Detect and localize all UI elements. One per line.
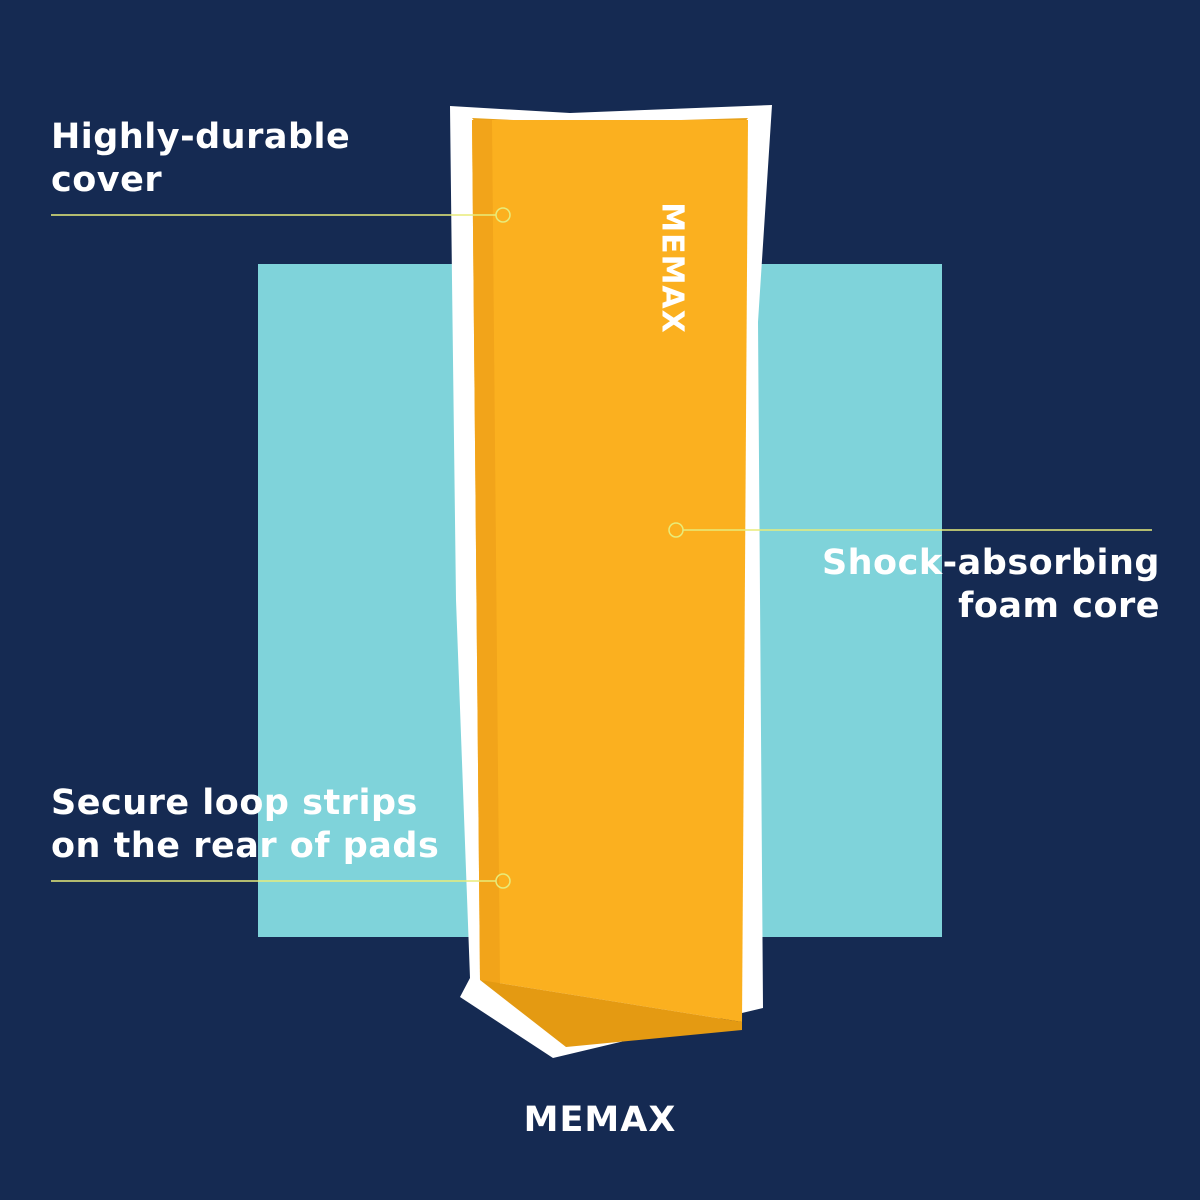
callout-line: Shock-absorbing bbox=[821, 543, 1160, 583]
callout-loop-strips: Secure loop strips on the rear of pads bbox=[51, 782, 439, 868]
callout-line: on the rear of pads bbox=[51, 826, 440, 866]
pad-bottom-face bbox=[480, 980, 742, 1047]
callout-durable-cover: Highly-durable cover bbox=[51, 116, 350, 202]
callout-line: Secure loop strips bbox=[51, 783, 418, 823]
pad-front-face bbox=[472, 120, 748, 1022]
callout-foam-core: Shock-absorbing foam core bbox=[822, 542, 1160, 628]
marker-cover bbox=[495, 207, 511, 223]
marker-loop bbox=[495, 873, 511, 889]
callout-line: Highly-durable bbox=[51, 117, 351, 157]
callout-line: cover bbox=[51, 160, 163, 200]
marker-foam bbox=[668, 522, 684, 538]
callout-line: foam core bbox=[958, 586, 1160, 626]
pad-logo: MEMAX bbox=[655, 202, 690, 334]
pad-shading bbox=[472, 120, 500, 985]
brand-logo: MEMAX bbox=[523, 1100, 677, 1140]
